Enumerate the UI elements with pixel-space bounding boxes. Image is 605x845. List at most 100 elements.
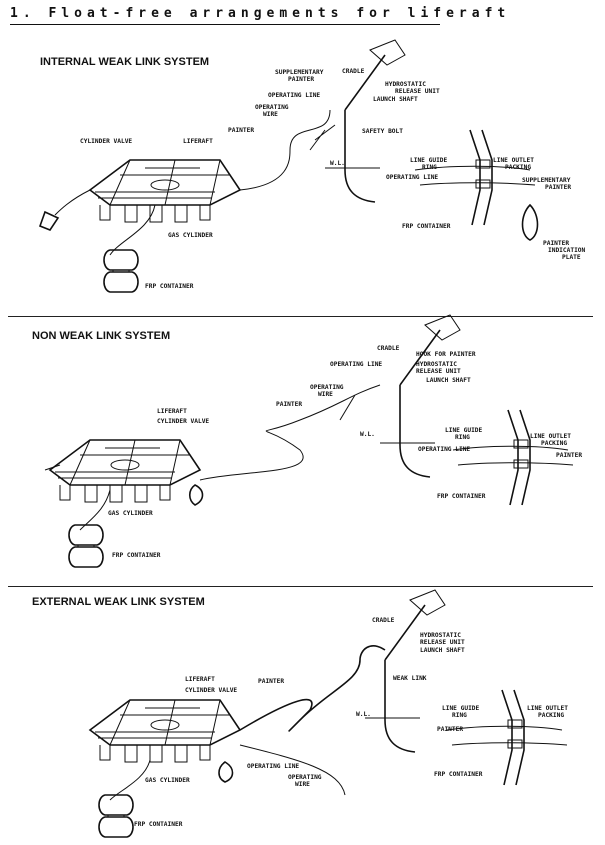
operating-wire [339,394,356,421]
label-frp-container: FRP CONTAINER [112,552,161,559]
label-supplementary-painter-detail-2: PAINTER [545,184,571,191]
label-gas-cylinder: GAS CYLINDER [145,777,190,784]
label-frp-container-detail: FRP CONTAINER [434,771,483,778]
section-divider [8,316,593,317]
page-title: 1. Float-free arrangements for liferaft [10,6,511,21]
label-operating-wire-2: WIRE [295,781,310,788]
label-hydrostatic: HYDROSTATIC [420,632,461,639]
frp-container-drawing [103,249,139,293]
operating-line [239,744,346,796]
internal-system-diagram: SUPPLEMENTARY PAINTER CRADLE HYDROSTATIC… [38,39,586,293]
label-wl: W.L. [356,711,371,718]
label-wl: W.L. [330,160,345,167]
painter-float [38,210,60,231]
label-launch-shaft: LAUNCH SHAFT [373,96,418,103]
label-hydrostatic: HYDROSTATIC [416,361,457,368]
label-liferaft: LIFERAFT [185,676,215,683]
title-underline [10,24,440,25]
label-frp-container: FRP CONTAINER [145,283,194,290]
label-painter-indication-2: INDICATION [548,247,586,254]
label-wl: W.L. [360,431,375,438]
section-title-internal: INTERNAL WEAK LINK SYSTEM [40,56,210,68]
label-supplementary-painter-2: PAINTER [288,76,314,83]
label-line-guide-ring: LINE GUIDE [445,427,483,434]
label-painter-detail: PAINTER [437,726,463,733]
label-line-outlet-packing-2: PACKING [541,440,567,447]
label-cylinder-valve: CYLINDER VALVE [157,418,209,425]
painter-rope [239,109,331,191]
label-painter: PAINTER [258,678,284,685]
painter-rope [199,384,381,481]
label-operating-wire: OPERATING [255,104,289,111]
liferaft-drawing [89,159,241,223]
label-operating-line-detail: OPERATING LINE [386,174,438,181]
section-title-non-weak: NON WEAK LINK SYSTEM [32,330,171,342]
label-cradle: CRADLE [372,617,395,624]
detail-drawing [452,409,574,506]
label-line-outlet-packing: LINE OUTLET [493,157,534,164]
label-hook-for-painter: HOOK FOR PAINTER [416,351,476,358]
label-liferaft: LIFERAFT [157,408,187,415]
label-weak-link: WEAK LINK [393,675,427,682]
label-line-guide-ring-2: RING [455,434,470,441]
label-cradle: CRADLE [377,345,400,352]
label-release-unit: RELEASE UNIT [416,368,461,375]
painter-float [188,484,204,506]
section-divider [8,586,593,587]
label-supplementary-painter-detail: SUPPLEMENTARY [522,177,571,184]
label-frp-container: FRP CONTAINER [134,821,183,828]
label-frp-container-detail: FRP CONTAINER [402,223,451,230]
label-launch-shaft: LAUNCH SHAFT [426,377,471,384]
label-operating-line-detail: OPERATING LINE [418,446,470,453]
label-operating-wire-2: WIRE [263,111,278,118]
label-operating-line: OPERATING LINE [268,92,320,99]
label-line-outlet-packing: LINE OUTLET [527,705,568,712]
frp-container-drawing [68,524,104,568]
painter-float [218,761,234,783]
painter-line [44,464,61,471]
label-frp-container-detail: FRP CONTAINER [437,493,486,500]
label-line-guide-ring: LINE GUIDE [410,157,448,164]
label-painter-detail: PAINTER [556,452,582,459]
label-line-outlet-packing-2: PACKING [538,712,564,719]
label-cradle: CRADLE [342,68,365,75]
label-line-guide-ring-2: RING [422,164,437,171]
label-gas-cylinder: GAS CYLINDER [108,510,153,517]
label-operating-line: OPERATING LINE [247,763,299,770]
liferaft-drawing [89,699,241,763]
ship-side [364,589,446,753]
gas-line [79,489,111,531]
label-line-guide-ring: LINE GUIDE [442,705,480,712]
label-operating-wire: OPERATING [310,384,344,391]
label-launch-shaft: LAUNCH SHAFT [420,647,465,654]
label-painter: PAINTER [276,401,302,408]
painter-line [54,189,91,216]
label-painter-indication: PAINTER [543,240,569,247]
label-cylinder-valve: CYLINDER VALVE [185,687,237,694]
label-safety-bolt: SAFETY BOLT [362,128,403,135]
label-operating-wire: OPERATING [288,774,322,781]
label-painter-indication-3: PLATE [562,254,581,261]
section-title-external: EXTERNAL WEAK LINK SYSTEM [32,596,205,608]
label-release-unit: RELEASE UNIT [395,88,440,95]
gas-line [109,204,156,256]
label-painter: PAINTER [228,127,254,134]
non-weak-system-diagram: CRADLE HOOK FOR PAINTER OPERATING LINE H… [44,314,582,568]
label-operating-line: OPERATING LINE [330,361,382,368]
label-line-outlet-packing-2: PACKING [505,164,531,171]
gas-line [109,759,151,801]
label-release-unit: RELEASE UNIT [420,639,465,646]
label-cylinder-valve: CYLINDER VALVE [80,138,132,145]
label-line-outlet-packing: LINE OUTLET [530,433,571,440]
liferaft-drawing [49,439,201,503]
operating-wire [309,124,336,151]
label-supplementary-painter: SUPPLEMENTARY [275,69,324,76]
frp-container-drawing [98,794,134,838]
label-operating-wire-2: WIRE [318,391,333,398]
label-gas-cylinder: GAS CYLINDER [168,232,213,239]
external-system-diagram: CRADLE HYDROSTATIC RELEASE UNIT LAUNCH S… [89,589,568,838]
label-hydrostatic: HYDROSTATIC [385,81,426,88]
painter-rope [239,645,386,732]
painter-indication-plate-drawing [521,203,539,241]
